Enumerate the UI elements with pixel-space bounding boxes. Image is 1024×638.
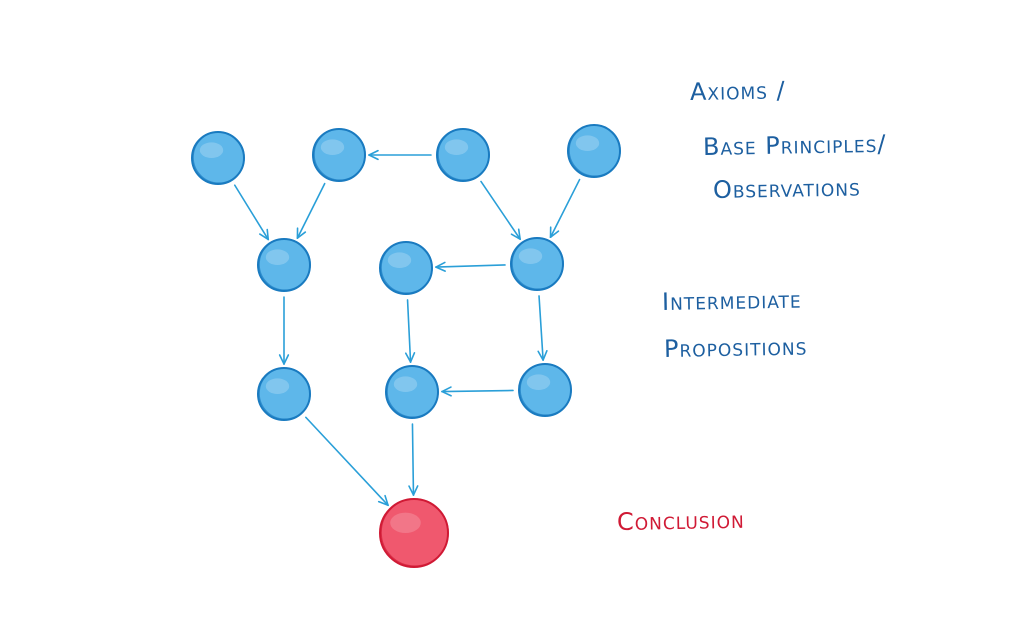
edge-m3-p3 (537, 295, 548, 361)
edge-p2-c (408, 423, 419, 496)
edge-p1-c (305, 416, 389, 507)
axiom-node-a3 (436, 128, 490, 182)
axiom-node-a2 (312, 128, 366, 182)
intermediate-node-p3 (518, 363, 572, 417)
edge-a3-a2 (368, 149, 432, 161)
intermediate-label-line2: Propositions (663, 332, 808, 363)
intermediate-label-line1: Intermediate (661, 285, 802, 316)
edge-a1-m1 (233, 184, 270, 241)
axiom-node-a1 (191, 131, 245, 185)
edge-a4-m3 (549, 178, 581, 239)
edge-a2-m1 (296, 182, 326, 239)
axiom-node-a4 (567, 124, 621, 178)
edge-m3-m2 (435, 261, 506, 272)
conclusion-label: Conclusion (616, 505, 745, 536)
axioms-label-line1: Axioms / (689, 76, 786, 106)
edge-m1-p1 (278, 296, 290, 365)
axioms-label-line3: Observations (712, 173, 862, 204)
intermediate-node-m2 (379, 241, 433, 295)
intermediate-node-p1 (257, 367, 311, 421)
intermediate-node-p2 (385, 365, 439, 419)
edge-a3-m3 (480, 180, 521, 240)
conclusion-node (379, 498, 449, 568)
edge-m2-p2 (404, 299, 416, 363)
edge-p3-p2 (441, 386, 514, 397)
nodes-layer (191, 124, 621, 568)
edges-layer (233, 149, 581, 507)
intermediate-node-m1 (257, 238, 311, 292)
axioms-label-line2: Base Principles/ (702, 129, 887, 161)
intermediate-node-m3 (510, 237, 564, 291)
